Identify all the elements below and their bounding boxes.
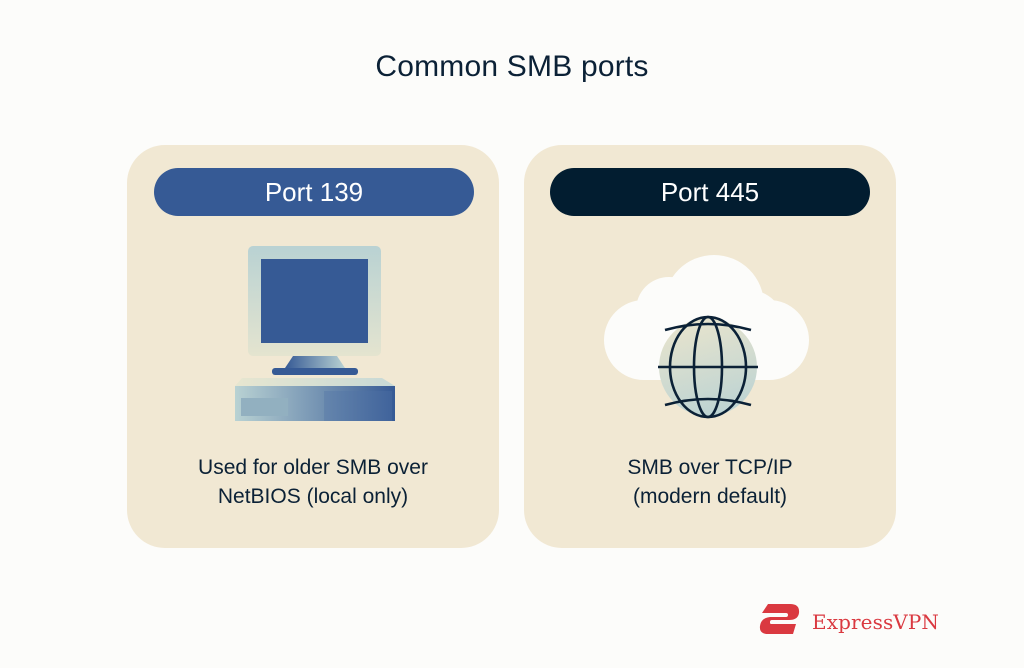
- desktop-computer-icon: [227, 241, 402, 426]
- port-445-label: Port 445: [550, 168, 870, 216]
- port-139-label: Port 139: [154, 168, 474, 216]
- brand-name: ExpressVPN: [812, 609, 940, 634]
- cloud-globe-icon: [599, 250, 824, 425]
- port-139-card: Port 139: [127, 145, 499, 548]
- expressvpn-logo-icon: [758, 602, 802, 641]
- port-445-card: Port 445: [524, 145, 896, 548]
- port-445-description: SMB over TCP/IP (modern default): [627, 456, 793, 508]
- expressvpn-logo: ExpressVPN: [758, 602, 939, 641]
- page-title: Common SMB ports: [375, 50, 649, 83]
- port-139-description: Used for older SMB over NetBIOS (local o…: [198, 456, 428, 508]
